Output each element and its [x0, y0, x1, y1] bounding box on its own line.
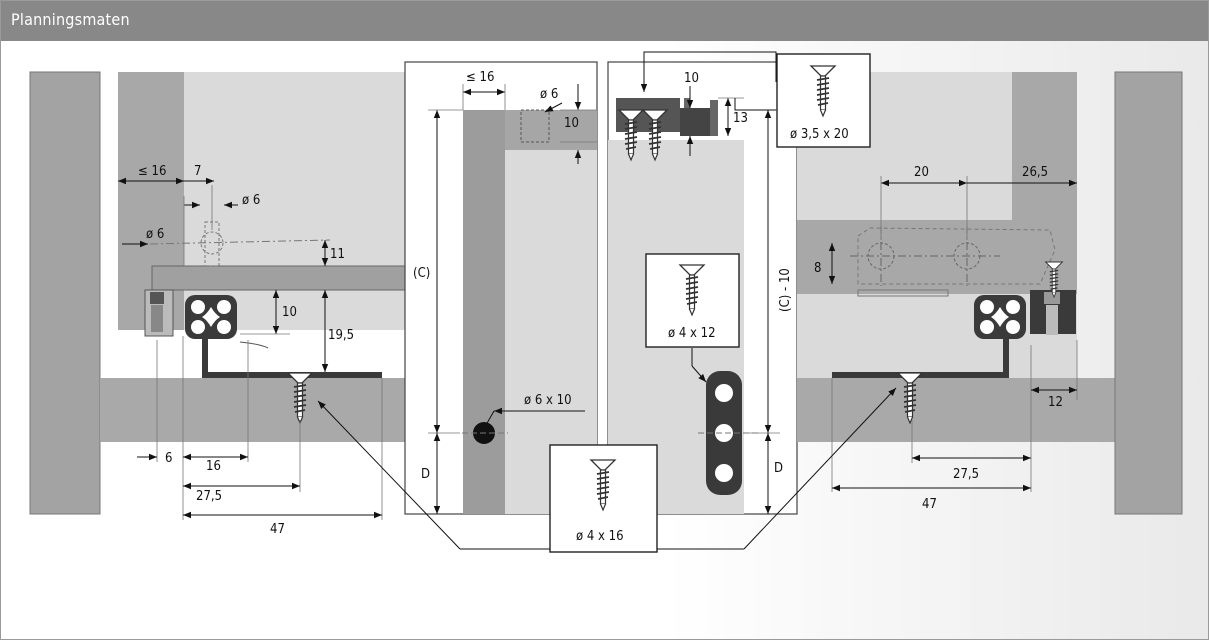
dim-dia6-b: ø 6 [146, 227, 164, 242]
title-bar: Planningsmaten [1, 1, 1208, 41]
dim-D-left: D [421, 467, 430, 482]
dim-dia6-a: ø 6 [242, 193, 260, 208]
right-dimensions: 20 26,5 8 12 27,5 47 [814, 165, 1078, 512]
dim-7: 7 [194, 164, 201, 179]
screw-label-3-5x20: ø 3,5 x 20 [790, 127, 849, 142]
dim-8: 8 [814, 261, 821, 276]
dim-47-left: 47 [270, 522, 285, 537]
screw-box-3-5x20: ø 3,5 x 20 [776, 53, 871, 148]
dim-19-5: 19,5 [328, 328, 354, 343]
left-drawer-bottom [151, 265, 406, 291]
screw-label-4x12: ø 4 x 12 [668, 326, 716, 341]
dim-D-right: D [774, 461, 783, 476]
dim-le16-mid: ≤ 16 [466, 70, 494, 85]
left-detail [29, 71, 406, 515]
callout-leaders [317, 51, 897, 550]
dim-C-minus-10: (C) - 10 [778, 268, 793, 312]
dim-27-5-left: 27,5 [196, 489, 222, 504]
dim-10-left: 10 [282, 305, 297, 320]
center-left-dimensions: ≤ 16 ø 6 10 (C) D ø 6 x 10 [413, 70, 597, 514]
left-dimensions: ≤ 16 7 ø 6 ø 6 11 19,5 10 6 16 27,5 47 [118, 164, 383, 537]
dim-47-right: 47 [922, 497, 937, 512]
dim-C: (C) [413, 266, 430, 281]
dim-10-mid: 10 [564, 116, 579, 131]
dim-6: 6 [165, 451, 172, 466]
left-floor-panel [100, 378, 405, 442]
dim-20: 20 [914, 165, 929, 180]
dim-12: 12 [1048, 395, 1063, 410]
dim-dia6x10: ø 6 x 10 [524, 393, 572, 408]
dim-27-5-right: 27,5 [953, 467, 979, 482]
screw-box-4x16: ø 4 x 16 [549, 444, 658, 553]
dim-10-top: 10 [684, 71, 699, 86]
right-detail [797, 71, 1183, 515]
dim-16: 16 [206, 459, 221, 474]
page-title: Planningsmaten [11, 10, 130, 29]
center-right-dimensions: 10 13 (C) - 10 D [684, 71, 793, 514]
dim-11: 11 [330, 247, 345, 262]
dim-26-5: 26,5 [1022, 165, 1048, 180]
dim-13: 13 [733, 111, 748, 126]
left-cabinet-wall [29, 71, 101, 515]
screw-label-4x16: ø 4 x 16 [576, 529, 624, 544]
screw-box-4x12: ø 4 x 12 [645, 253, 740, 348]
dim-dia6-mid: ø 6 [540, 87, 558, 102]
dim-le16-left: ≤ 16 [138, 164, 166, 179]
